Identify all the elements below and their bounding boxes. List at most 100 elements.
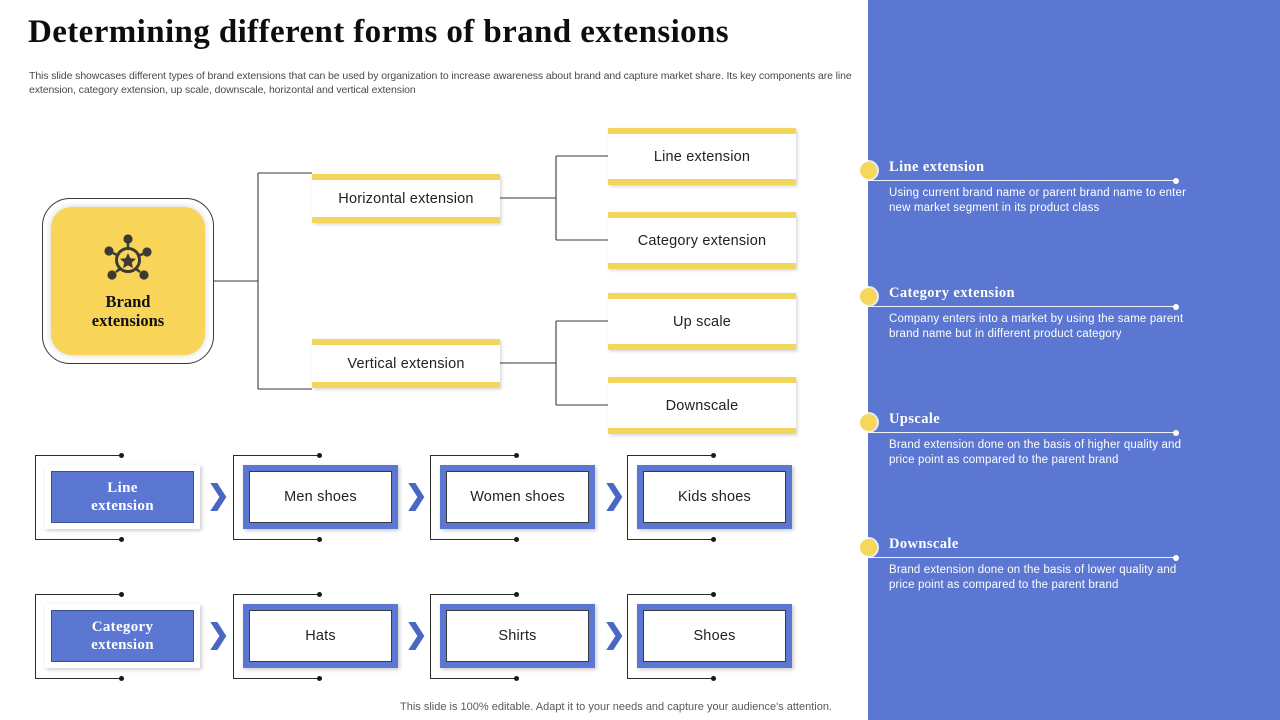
chevron-right-icon: ❯ — [405, 619, 428, 649]
handle-dot — [514, 537, 520, 542]
chevron-right-icon: ❯ — [603, 619, 626, 649]
detail-header: Category extension — [860, 285, 1280, 312]
handle-dot — [119, 676, 125, 681]
bullet-dot-icon — [860, 162, 877, 179]
flow-0-step-0-card-inner: Men shoes — [249, 471, 392, 523]
tree-node-label: Vertical extension — [347, 355, 465, 372]
tree-node-vertical-extension[interactable]: Vertical extension — [312, 339, 500, 388]
brand-extension-tree: Brand extensions Horizontal extension Ve… — [0, 0, 868, 450]
tree-node-label: Downscale — [665, 397, 739, 414]
handle-dot — [317, 592, 323, 597]
flow-0-step-0-label: Men shoes — [284, 489, 357, 505]
bullet-dot-icon — [860, 539, 877, 556]
bracket-decoration — [233, 453, 405, 542]
flow-0-lead-line1: Line — [107, 480, 138, 496]
bracket-decoration — [430, 592, 602, 681]
bracket-decoration — [35, 592, 207, 681]
flow-1-step-2-label: Shoes — [693, 628, 736, 644]
flow-0-step-1-card[interactable]: Women shoes — [440, 465, 595, 529]
detail-rule — [868, 177, 1179, 184]
flow-1-step-1-label: Shirts — [498, 628, 537, 644]
detail-body: Company enters into a market by using th… — [889, 313, 1184, 340]
flow-1-step-2-card[interactable]: Shoes — [637, 604, 792, 668]
details-panel: Line extension Using current brand name … — [860, 0, 1280, 720]
page-subtitle: This slide showcases different types of … — [29, 70, 852, 96]
bracket-decoration — [627, 592, 799, 681]
hub-brand-extensions[interactable]: Brand extensions — [42, 198, 214, 364]
flow-0-step-2-frame: Kids shoes — [627, 453, 799, 542]
chevron-right-icon: ❯ — [603, 480, 626, 510]
handle-dot — [711, 453, 717, 458]
bracket-decoration — [35, 453, 207, 542]
flow-1-step-1-card-inner: Shirts — [446, 610, 589, 662]
bullet-dot-icon — [860, 288, 877, 305]
tree-node-label: Up scale — [672, 313, 731, 330]
tree-node-up-scale[interactable]: Up scale — [608, 293, 796, 350]
chevron-right-icon: ❯ — [207, 480, 230, 510]
bracket-decoration — [430, 453, 602, 542]
handle-dot — [514, 592, 520, 597]
flow-0-lead-card-inner: Line extension — [51, 471, 194, 523]
tree-connectors — [214, 155, 608, 406]
tree-node-label: Line extension — [653, 148, 751, 165]
handle-dot — [317, 453, 323, 458]
flow-1-step-1-card[interactable]: Shirts — [440, 604, 595, 668]
flow-1-lead-card[interactable]: Category extension — [45, 604, 200, 668]
handle-dot — [514, 676, 520, 681]
handle-dot — [711, 537, 717, 542]
handle-dot — [119, 453, 125, 458]
detail-rule — [868, 554, 1179, 561]
hub-label: Brand extensions — [92, 292, 164, 330]
brand-network-star-icon — [104, 234, 152, 280]
tree-node-line-extension[interactable]: Line extension — [608, 128, 796, 185]
detail-rule — [868, 303, 1179, 310]
chevron-right-icon: ❯ — [405, 480, 428, 510]
flow-1-step-0-card[interactable]: Hats — [243, 604, 398, 668]
flow-1-lead-card-inner: Category extension — [51, 610, 194, 662]
flow-1-lead-frame: Category extension — [35, 592, 207, 681]
detail-header: Line extension — [860, 159, 1280, 186]
footer-note: This slide is 100% editable. Adapt it to… — [400, 701, 832, 713]
flow-0-step-0-frame: Men shoes — [233, 453, 405, 542]
detail-body: Brand extension done on the basis of hig… — [889, 439, 1182, 466]
handle-dot — [514, 453, 520, 458]
detail-rule — [868, 429, 1179, 436]
bracket-decoration — [233, 592, 405, 681]
bullet-dot-icon — [860, 414, 877, 431]
flow-1-lead-line2: extension — [91, 637, 154, 653]
flow-1-step-0-card-inner: Hats — [249, 610, 392, 662]
detail-title: Category extension — [889, 285, 1015, 301]
flow-1-lead-line1: Category — [91, 619, 154, 635]
flow-0-lead-card[interactable]: Line extension — [45, 465, 200, 529]
detail-item-line-extension[interactable]: Line extension Using current brand name … — [860, 159, 1280, 214]
flow-0-lead-line2: extension — [91, 498, 154, 514]
flow-1-step-2-frame: Shoes — [627, 592, 799, 681]
tree-node-horizontal-extension[interactable]: Horizontal extension — [312, 174, 500, 223]
flow-0-step-1-label: Women shoes — [470, 489, 565, 505]
hub-label-line2: extensions — [91, 311, 165, 330]
page-title: Determining different forms of brand ext… — [28, 14, 730, 50]
tree-node-label: Horizontal extension — [338, 190, 474, 207]
flow-0-step-0-card[interactable]: Men shoes — [243, 465, 398, 529]
chevron-right-icon: ❯ — [207, 619, 230, 649]
bracket-decoration — [627, 453, 799, 542]
handle-dot — [119, 592, 125, 597]
handle-dot — [317, 537, 323, 542]
flow-0-step-2-card[interactable]: Kids shoes — [637, 465, 792, 529]
flow-1-step-2-card-inner: Shoes — [643, 610, 786, 662]
flow-0-step-2-card-inner: Kids shoes — [643, 471, 786, 523]
tree-node-downscale[interactable]: Downscale — [608, 377, 796, 434]
tree-node-category-extension[interactable]: Category extension — [608, 212, 796, 269]
detail-title: Line extension — [889, 159, 985, 175]
detail-item-downscale[interactable]: Downscale Brand extension done on the ba… — [860, 536, 1280, 591]
detail-header: Downscale — [860, 536, 1280, 563]
handle-dot — [119, 537, 125, 542]
detail-item-upscale[interactable]: Upscale Brand extension done on the basi… — [860, 411, 1280, 466]
handle-dot — [317, 676, 323, 681]
handle-dot — [711, 592, 717, 597]
hub-label-line1: Brand — [105, 292, 151, 311]
tree-node-label: Category extension — [637, 232, 767, 249]
detail-header: Upscale — [860, 411, 1280, 438]
flow-0-lead-frame: Line extension — [35, 453, 207, 542]
detail-item-category-extension[interactable]: Category extension Company enters into a… — [860, 285, 1280, 340]
